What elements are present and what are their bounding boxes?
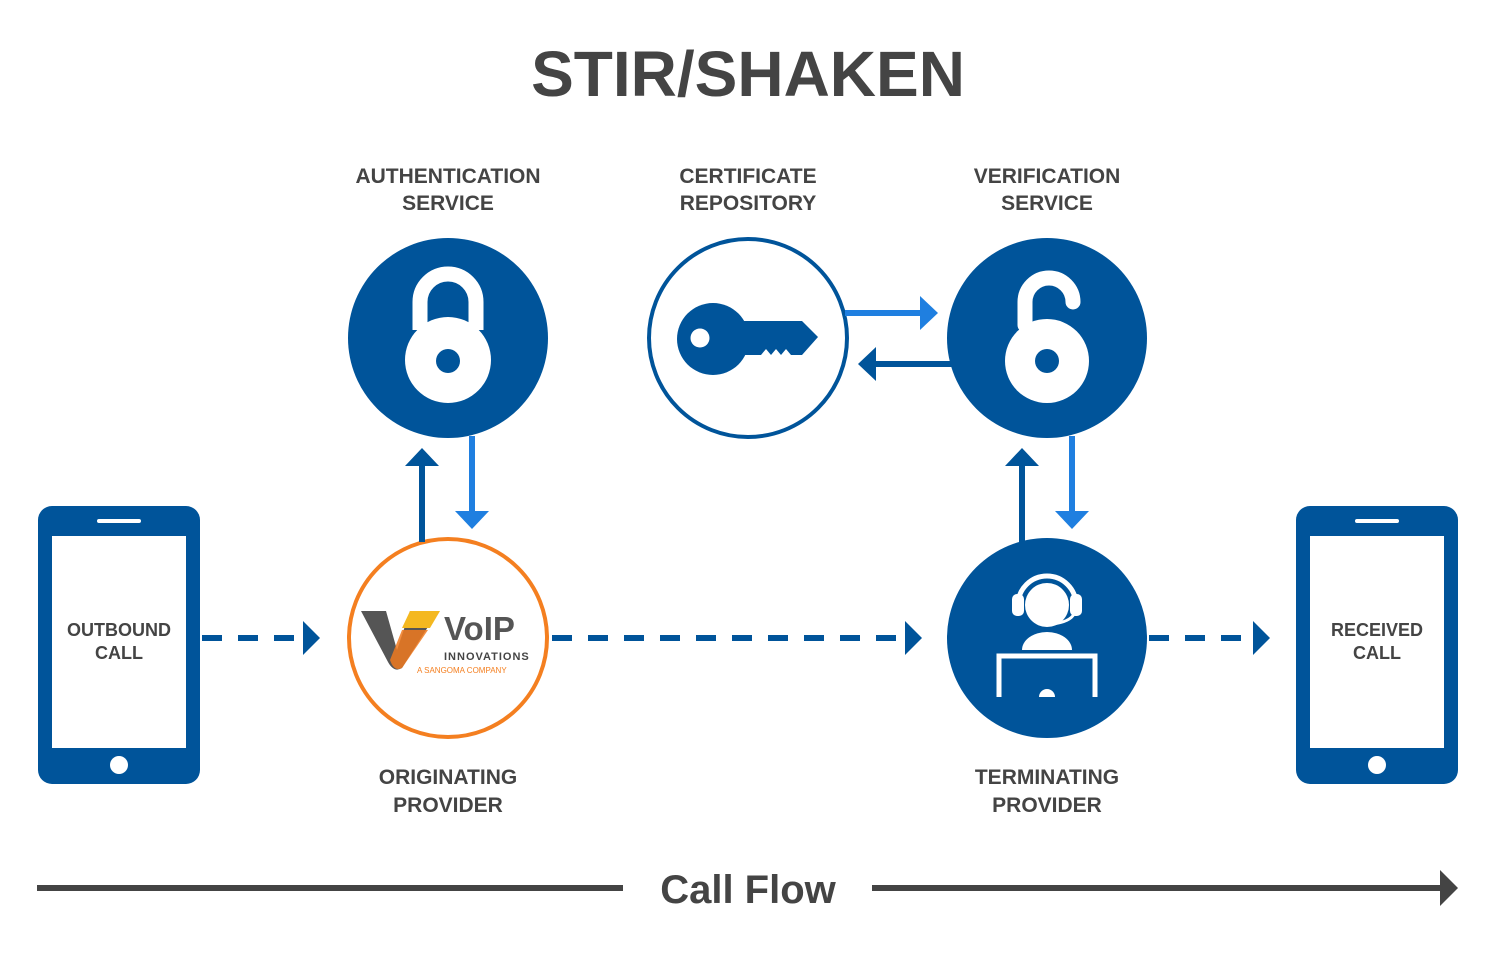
verif-label-1: VERIFICATION	[974, 165, 1121, 188]
term-label-2: PROVIDER	[992, 794, 1102, 817]
auth-response-arrow	[455, 436, 489, 529]
logo-name: VoIP	[444, 610, 515, 647]
voip-innovations-logo: VoIP INNOVATIONS A SANGOMA COMPANY	[361, 610, 530, 675]
term-label-1: TERMINATING	[975, 766, 1119, 789]
lock-closed-icon	[405, 266, 491, 403]
verif-to-cert-arrow	[858, 347, 952, 381]
outbound-phone: OUTBOUND CALL	[38, 506, 200, 784]
auth-request-arrow	[405, 448, 439, 542]
cert-label-1: CERTIFICATE	[679, 165, 816, 188]
call-flow-axis: Call Flow	[37, 868, 1458, 912]
verification-service-node	[947, 238, 1147, 438]
cert-to-verif-arrow	[845, 296, 938, 330]
lock-open-icon	[1005, 270, 1089, 403]
auth-label-2: SERVICE	[402, 192, 494, 215]
auth-label-1: AUTHENTICATION	[355, 165, 540, 188]
verif-request-arrow	[1005, 448, 1039, 542]
originating-provider-node: VoIP INNOVATIONS A SANGOMA COMPANY	[347, 537, 549, 739]
dash-arrowhead	[905, 621, 922, 655]
verif-response-arrow	[1055, 436, 1089, 529]
dash-arrowhead	[1253, 621, 1270, 655]
call-flow-label: Call Flow	[660, 868, 836, 912]
outbound-label-2: CALL	[95, 643, 143, 663]
title: STIR/SHAKEN	[531, 38, 965, 110]
cert-label-2: REPOSITORY	[680, 192, 817, 215]
outbound-label-1: OUTBOUND	[67, 620, 171, 640]
orig-label-1: ORIGINATING	[379, 766, 517, 789]
received-phone: RECEIVED CALL	[1296, 506, 1458, 784]
certificate-repository-node	[647, 237, 849, 439]
logo-sub: INNOVATIONS	[444, 651, 530, 663]
terminating-provider-node	[947, 538, 1147, 738]
authentication-service-node	[348, 238, 548, 438]
key-icon	[677, 303, 818, 375]
verif-label-2: SERVICE	[1001, 192, 1093, 215]
received-label-1: RECEIVED	[1331, 620, 1423, 640]
logo-tagline: A SANGOMA COMPANY	[417, 666, 507, 675]
dash-arrowhead	[303, 621, 320, 655]
received-label-2: CALL	[1353, 643, 1401, 663]
operator-headset-icon	[996, 573, 1098, 697]
orig-label-2: PROVIDER	[393, 794, 503, 817]
